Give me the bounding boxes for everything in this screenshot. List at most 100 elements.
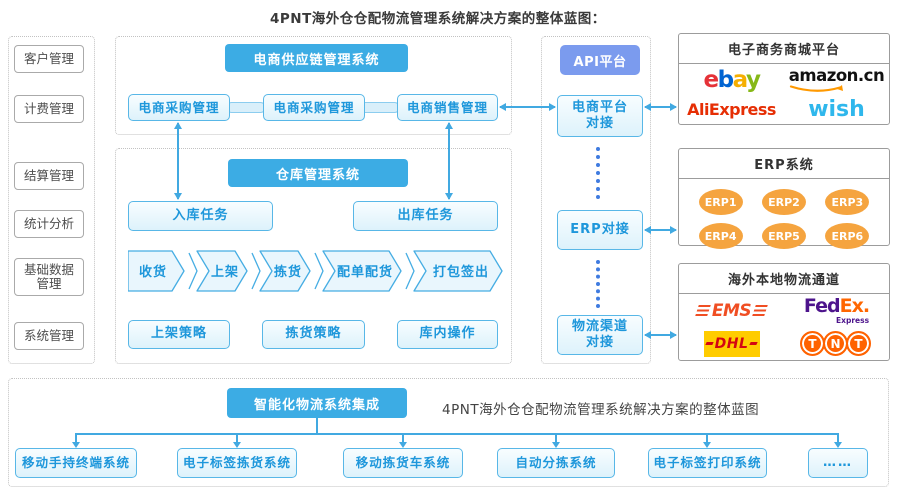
flow-separator-chevron — [314, 252, 324, 290]
flow-step-pick: 拣货 — [274, 264, 302, 280]
page-title: 4PNT海外仓仓配物流管理系统解决方案的整体蓝图： — [270, 11, 606, 27]
node-ecom-sales: 电商销售管理 — [397, 94, 498, 121]
node-warehouse-operations: 库内操作 — [397, 320, 498, 349]
tnt-circle: T — [846, 331, 871, 357]
flow-separator-chevron — [405, 252, 415, 290]
sidebar-item-base-data-mgmt: 基础数据 管理 — [14, 258, 84, 296]
tnt-circle: N — [823, 331, 848, 357]
ems-text: EMS — [711, 300, 752, 321]
erp-bubble: ERP2 — [761, 189, 806, 215]
ems-speed-lines-icon — [695, 305, 711, 317]
connector-bar — [360, 102, 400, 113]
node-shelving-strategy: 上架策略 — [128, 320, 230, 349]
erp-panel: ERP系统 ERP1 ERP2 ERP3 ERP4 ERP5 ERP6 — [678, 148, 890, 249]
api-frame — [541, 36, 651, 364]
erp-bubble: ERP3 — [825, 189, 870, 215]
node-ecom-purchase-2: 电商采购管理 — [263, 94, 365, 121]
fedex-fed: Fed — [803, 295, 841, 318]
fedex-express: Express — [836, 316, 870, 326]
flow-step-shape — [413, 250, 503, 292]
connector-bar — [226, 102, 266, 113]
amazon-smile-icon — [789, 84, 843, 92]
logistics-panel-title: 海外本地物流通道 — [679, 264, 889, 294]
erp-bubble: ERP5 — [761, 223, 806, 249]
erp-items: ERP1 ERP2 ERP3 ERP4 ERP5 ERP6 — [679, 179, 889, 259]
fedex-logo: FedEx. Express — [803, 295, 870, 326]
node-outbound-task: 出库任务 — [353, 201, 498, 231]
dhl-dash-icon — [704, 342, 714, 346]
arrow-purchase-to-inbound — [174, 122, 182, 200]
admin-panel-frame — [8, 36, 95, 364]
flow-step-shelve: 上架 — [211, 264, 239, 280]
flow-step-shape — [259, 250, 311, 292]
ems-speed-lines-icon — [752, 305, 768, 317]
node-more-systems: …… — [808, 448, 868, 478]
tree-drop-arrow — [703, 434, 711, 448]
tree-stub-line — [316, 418, 318, 434]
integration-frame — [8, 378, 889, 487]
tnt-circle: T — [800, 331, 825, 357]
dhl-text: DHL — [714, 335, 749, 352]
arrow-sales-to-api — [499, 103, 556, 111]
ebay-letter: a — [732, 66, 748, 93]
erp-bubble: ERP4 — [698, 223, 743, 249]
sidebar-item-billing-mgmt: 计费管理 — [14, 95, 84, 123]
sidebar-item-statistics: 统计分析 — [14, 210, 84, 238]
flow-step-shape — [196, 250, 248, 292]
ecommerce-panel-title: 电子商务商城平台 — [679, 34, 889, 64]
node-mobile-picking-cart-system: 移动拣货车系统 — [343, 448, 463, 478]
arrow-api-to-erp — [644, 226, 677, 234]
flow-step-pack: 打包签出 — [433, 264, 489, 280]
ebay-logo: ebay — [704, 66, 761, 93]
node-electronic-tag-printing-system: 电子标签打印系统 — [648, 448, 767, 478]
wish-logo: wish — [808, 97, 865, 123]
process-flow: 收货 上架 拣货 配单配货 打包签出 — [128, 250, 503, 292]
dhl-dash-icon — [749, 342, 759, 346]
fedex-dot: . — [862, 295, 870, 318]
aliexpress-logo: AliExpress — [687, 100, 776, 120]
integration-header: 智能化物流系统集成 — [227, 388, 407, 418]
amazon-logo: amazon.cn — [788, 65, 885, 94]
flow-step-shape — [128, 250, 185, 292]
node-electronic-tag-picking-system: 电子标签拣货系统 — [177, 448, 297, 478]
node-mobile-handheld-system: 移动手持终端系统 — [15, 448, 137, 478]
supply-chain-frame — [115, 36, 512, 135]
logistics-logos: EMS FedEx. Express DHL T N T — [679, 294, 889, 360]
flow-separator-chevron — [188, 252, 198, 290]
dhl-logo: DHL — [703, 330, 760, 357]
warehouse-frame — [115, 148, 512, 364]
flow-step-shape — [322, 250, 402, 292]
erp-bubble: ERP1 — [698, 189, 743, 215]
warehouse-header: 仓库管理系统 — [228, 159, 408, 187]
erp-panel-title: ERP系统 — [679, 149, 889, 179]
supply-chain-header: 电商供应链管理系统 — [225, 44, 408, 72]
sidebar-item-settlement-mgmt: 结算管理 — [14, 162, 84, 190]
api-platform-header: API平台 — [560, 45, 640, 75]
dotted-connector — [596, 260, 600, 308]
node-picking-strategy: 拣货策略 — [262, 320, 365, 349]
flow-step-allocate: 配单配货 — [337, 264, 393, 280]
amazon-text: amazon.cn — [788, 65, 885, 85]
flow-separator-chevron — [251, 252, 261, 290]
node-ecom-purchase-1: 电商采购管理 — [128, 94, 230, 121]
erp-bubble: ERP6 — [825, 223, 870, 249]
sidebar-item-system-mgmt: 系统管理 — [14, 322, 84, 350]
node-inbound-task: 入库任务 — [128, 201, 273, 231]
tree-drop-arrow — [233, 434, 241, 448]
logistics-panel: 海外本地物流通道 EMS FedEx. Express DHL T N T — [678, 263, 890, 361]
node-logistics-channel-link: 物流渠道 对接 — [557, 315, 643, 355]
node-auto-sorting-system: 自动分拣系统 — [497, 448, 615, 478]
tree-drop-arrow — [72, 434, 80, 448]
fedex-wordmark: FedEx. — [803, 295, 870, 318]
tree-drop-arrow — [552, 434, 560, 448]
ebay-letter: b — [717, 66, 734, 93]
node-erp-link: ERP对接 — [557, 210, 643, 250]
node-ecom-platform-link: 电商平台 对接 — [557, 95, 643, 137]
arrow-sales-to-outbound — [445, 122, 453, 200]
flow-step-receive: 收货 — [139, 264, 167, 280]
tnt-logo: T N T — [800, 331, 871, 357]
ecommerce-logos: ebay amazon.cn AliExpress wish — [679, 64, 889, 124]
ebay-letter: y — [745, 66, 761, 93]
fedex-ex: Ex — [839, 295, 864, 318]
